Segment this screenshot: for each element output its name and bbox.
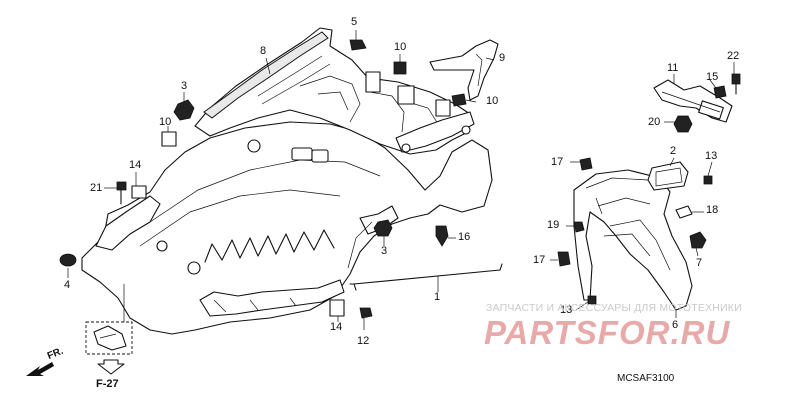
callout-6: 6 bbox=[672, 319, 679, 331]
callout-9: 9 bbox=[499, 52, 506, 64]
callout-1: 1 bbox=[434, 291, 441, 303]
callout-14: 14 bbox=[330, 321, 343, 333]
callout-22: 22 bbox=[727, 50, 740, 62]
callout-17: 17 bbox=[533, 254, 546, 266]
callout-3: 3 bbox=[381, 245, 388, 257]
callout-7: 7 bbox=[696, 257, 703, 269]
callout-10: 10 bbox=[159, 116, 172, 128]
rear-fender-part bbox=[81, 27, 493, 335]
callout-15: 15 bbox=[706, 71, 719, 83]
callout-19: 19 bbox=[547, 219, 560, 231]
callout-16: 16 bbox=[458, 231, 471, 243]
callout-18: 18 bbox=[706, 204, 719, 216]
callout-13: 13 bbox=[705, 150, 718, 162]
callout-21: 21 bbox=[90, 182, 103, 194]
forward-arrow-icon bbox=[26, 362, 54, 376]
callout-10: 10 bbox=[486, 95, 499, 107]
callout-3: 3 bbox=[181, 80, 188, 92]
callout-5: 5 bbox=[351, 16, 358, 28]
callout-17: 17 bbox=[551, 156, 564, 168]
callout-2: 2 bbox=[670, 145, 677, 157]
callout-13: 13 bbox=[560, 304, 573, 316]
callout-14: 14 bbox=[129, 159, 142, 171]
callout-10: 10 bbox=[394, 41, 407, 53]
hardware-parts bbox=[59, 39, 503, 319]
callout-4: 4 bbox=[64, 279, 71, 291]
callout-20: 20 bbox=[648, 116, 661, 128]
callout-8: 8 bbox=[260, 45, 267, 57]
diagram-code: MCSAF3100 bbox=[617, 373, 675, 384]
leader-lines bbox=[67, 30, 735, 330]
callout-11: 11 bbox=[667, 62, 679, 74]
reference-label: F-27 bbox=[96, 378, 119, 390]
reference-callout bbox=[85, 321, 133, 375]
license-bracket-assembly bbox=[557, 157, 713, 311]
watermark-logo: PARTSFOR.RU bbox=[484, 314, 731, 351]
callout-12: 12 bbox=[357, 335, 370, 347]
watermark-tagline: ЗАПЧАСТИ И АКСЕССУАРЫ ДЛЯ МОТОТЕХНИКИ bbox=[486, 302, 742, 314]
license-light-assembly bbox=[653, 73, 741, 133]
